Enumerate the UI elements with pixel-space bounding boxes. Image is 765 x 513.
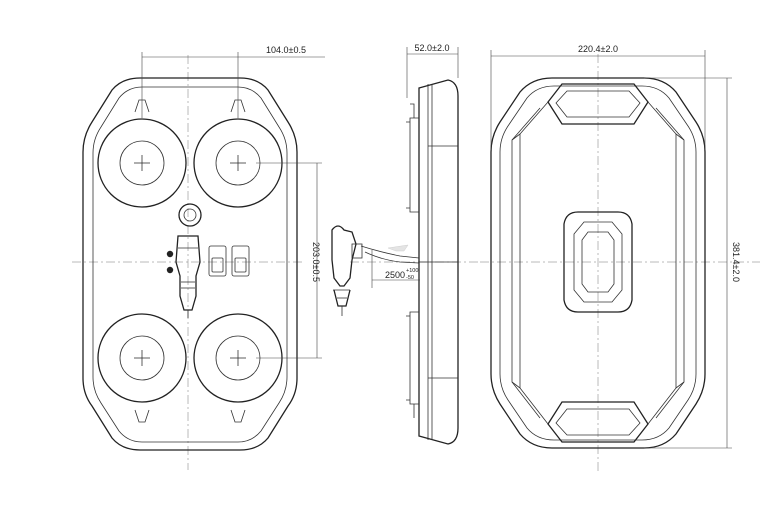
top-center-dome-outer [563, 211, 633, 313]
side-housing-profile [418, 79, 459, 445]
switch-left [208, 245, 227, 277]
dim-suction-spacing: 203.0±0.5 [256, 162, 322, 359]
cigarette-plug-on-base [175, 235, 201, 318]
suction-cup-bottom-left [97, 313, 187, 423]
dim-cable-length-base: 2500 [385, 270, 405, 280]
dim-bottom-width-label: 104.0±0.5 [266, 45, 306, 55]
dim-side-thickness-label: 52.0±2.0 [415, 43, 450, 53]
dim-bottom-width: 104.0±0.5 [141, 45, 325, 118]
side-view: 2500 +100 -50 52.0±2.0 [331, 43, 478, 445]
side-suction-cup-top [406, 103, 419, 213]
dim-top-width: 220.4±2.0 [490, 44, 706, 150]
indicator-bottom [166, 266, 174, 274]
dim-cable-length-tol-upper: +100 [406, 268, 418, 274]
top-view: 220.4±2.0 381.4±2.0 [480, 44, 760, 472]
side-suction-cup-bottom [406, 311, 419, 418]
suction-cup-top-left [97, 99, 187, 208]
indicator-top [166, 250, 174, 258]
suction-cup-bottom-right [193, 313, 283, 423]
cable-ghost-mark [387, 244, 409, 252]
cigarette-plug-side [331, 225, 363, 316]
dim-cable-length: 2500 +100 -50 [371, 250, 420, 288]
cable-gland [178, 203, 202, 227]
switch-right [231, 245, 250, 277]
dim-top-length-label: 381.4±2.0 [731, 242, 741, 282]
bottom-view: 104.0±0.5 203.0±0.5 [72, 45, 325, 470]
bottom-housing-outline [82, 77, 298, 451]
dim-cable-length-tol-lower: -50 [406, 275, 414, 281]
dim-side-thickness: 52.0±2.0 [406, 43, 459, 98]
dim-top-width-label: 220.4±2.0 [578, 44, 618, 54]
dim-top-length: 381.4±2.0 [644, 77, 741, 449]
dim-suction-spacing-label: 203.0±0.5 [311, 242, 321, 282]
